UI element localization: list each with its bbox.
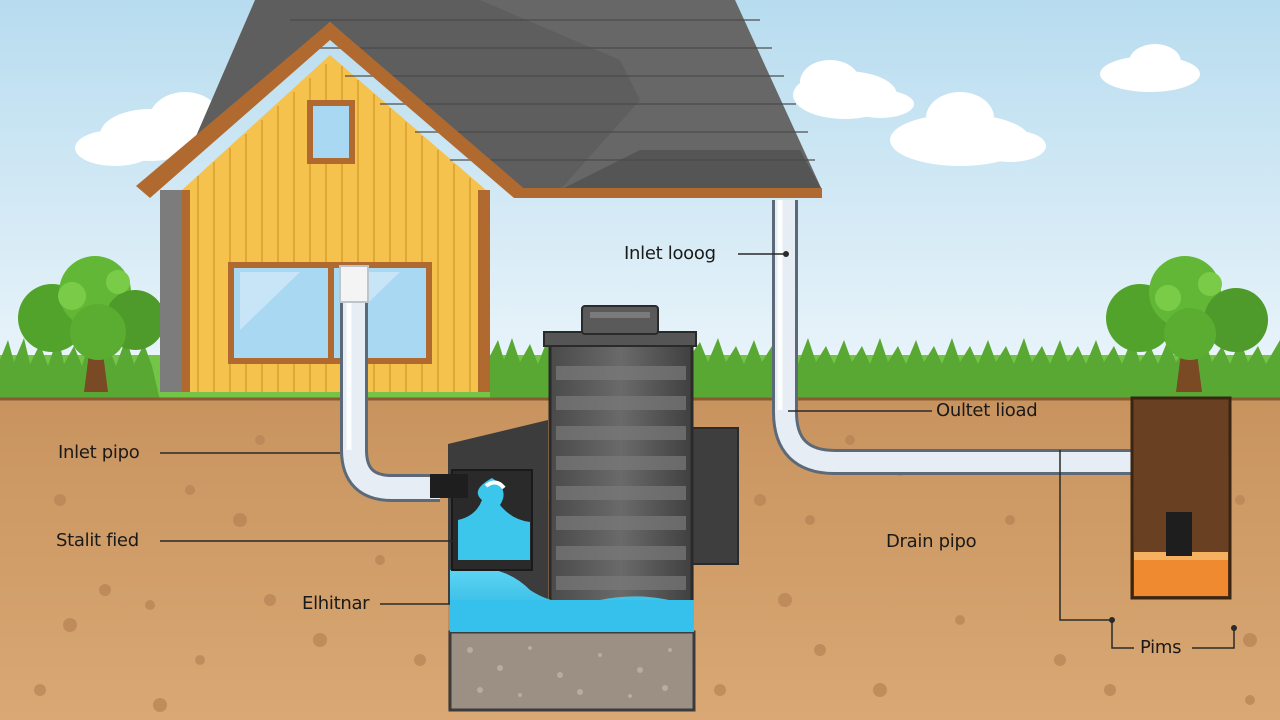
cloud-icon [890,92,1046,166]
tree-right [1106,256,1268,392]
cloud-icon [1100,44,1200,92]
drain-pit [1130,396,1232,600]
label-elhitnar: Elhitnar [302,593,370,614]
house [136,0,822,392]
tree-left [18,256,165,392]
label-outlet: Oultet lioad [936,400,1038,421]
inlet-pipe [339,265,440,502]
cloud-icon [793,60,914,119]
septic-tank [430,305,739,712]
label-inlet-pipe: Inlet pipo [58,442,140,463]
label-drain-pipe: Drain pipo [886,531,977,552]
label-stalt-fied: Stalit fied [56,530,139,551]
gravel-base [448,630,696,712]
leader-dots [783,251,1237,631]
label-pims: Pims [1140,637,1182,658]
label-inlet-top: Inlet looog [624,243,716,264]
